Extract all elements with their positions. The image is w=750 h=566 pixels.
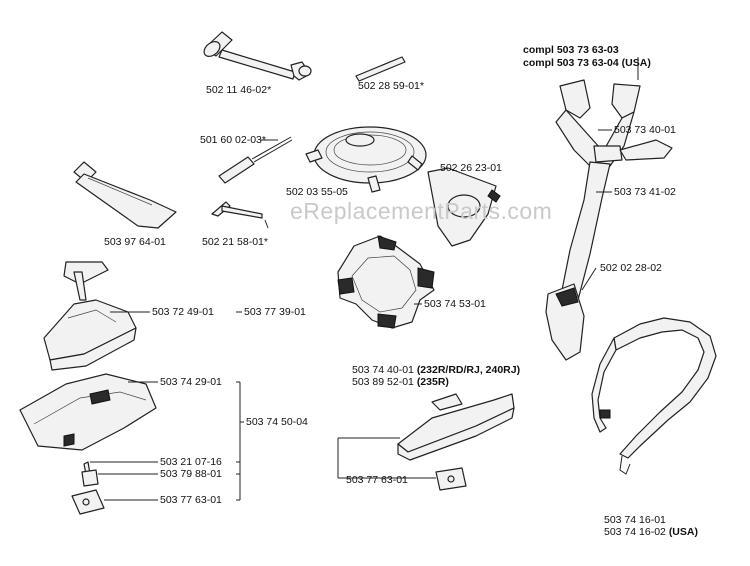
label-503-74-50-04: 503 74 50-04 <box>246 416 308 428</box>
blade-guard-drawing <box>43 299 137 371</box>
label-503-74-16-01: 503 74 16-01 <box>604 514 666 526</box>
label-502-03-55-05: 502 03 55-05 <box>286 186 348 198</box>
harness-plate-drawing <box>427 167 501 247</box>
combination-wrench-drawing <box>203 31 312 81</box>
label-503-21-07-16: 503 21 07-16 <box>160 456 222 468</box>
label-503-77-39-01: 503 77 39-01 <box>244 306 306 318</box>
compl-label-1: compl 503 73 63-03 <box>523 44 619 56</box>
trimmer-reel-drawing <box>305 126 427 193</box>
watermark: eReplacementParts.com <box>290 198 553 224</box>
leader-lines <box>90 57 639 501</box>
compl-label-2: compl 503 73 63-04 (USA) <box>523 57 651 69</box>
allen-key-drawing <box>211 201 263 219</box>
label-503-79-88-01: 503 79 88-01 <box>160 468 222 480</box>
label-503-97-64-01: 503 97 64-01 <box>104 236 166 248</box>
plate-drawing-b <box>435 467 467 491</box>
label-503-72-49-01: 503 72 49-01 <box>152 306 214 318</box>
knife-drawing <box>81 469 99 487</box>
label-502-26-23-01: 502 26 23-01 <box>440 162 502 174</box>
label-502-02-28-02: 502 02 28-02 <box>600 262 662 274</box>
label-503-74-16-02: 503 74 16-02 (USA) <box>604 526 698 538</box>
label-503-74-29-01: 503 74 29-01 <box>160 376 222 388</box>
label-503-89-52-01: 503 89 52-01 (235R) <box>352 376 449 388</box>
screwdriver-drawing <box>218 136 293 184</box>
label-502-11-46-02: 502 11 46-02* <box>206 84 272 96</box>
label-503-74-53-01: 503 74 53-01 <box>424 298 486 310</box>
harness-drawing <box>545 79 673 361</box>
label-503-73-41-02: 503 73 41-02 <box>614 186 676 198</box>
small-bracket-drawing <box>63 261 109 301</box>
label-503-73-40-01: 503 73 40-01 <box>614 124 676 136</box>
harness-bracket-drawing <box>337 235 435 329</box>
label-503-77-63-01-a: 503 77 63-01 <box>160 494 222 506</box>
shoulder-strap-drawing <box>591 317 717 475</box>
trimmer-guard-drawing <box>397 393 515 461</box>
label-501-60-02-03: 501 60 02-03* <box>200 134 266 146</box>
plate-drawing-a <box>71 489 105 515</box>
locking-pin-drawing <box>355 56 406 82</box>
label-503-74-40-01: 503 74 40-01 (232R/RD/RJ, 240RJ) <box>352 364 521 376</box>
label-502-21-58-01: 502 21 58-01* <box>202 236 268 248</box>
label-503-77-63-01-b: 503 77 63-01 <box>346 474 408 486</box>
grass-guard-drawing <box>19 373 157 451</box>
grease-tube-drawing <box>73 161 177 229</box>
label-502-28-59-01: 502 28 59-01* <box>358 80 424 92</box>
